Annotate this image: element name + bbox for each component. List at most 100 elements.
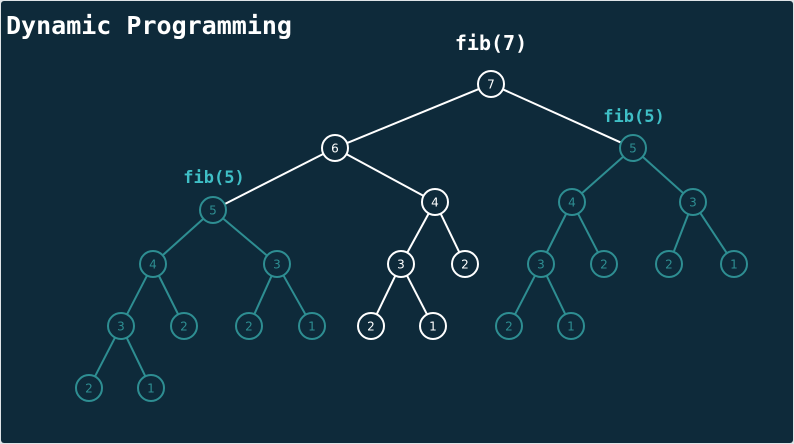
call-node-value: 2 [600,258,608,272]
tree-edge [375,275,397,315]
call-node-circle [357,312,385,340]
call-node: 1 [137,374,165,402]
call-node-value: 1 [429,320,437,334]
call-node-circle [679,188,707,216]
tree-edge [577,213,599,253]
tree-edge [224,152,324,206]
tree-edge [406,212,430,254]
tree-edge [545,275,567,315]
tree-edge [672,213,690,253]
call-node-circle [107,312,135,340]
call-node-circle [720,250,748,278]
call-node-circle [199,196,227,224]
call-node-value: 3 [689,196,697,210]
tree-edge [157,275,180,315]
call-node: 4 [139,250,167,278]
tree-edge [94,337,116,377]
call-node: 3 [263,250,291,278]
call-node-circle [558,188,586,216]
call-node-value: 4 [568,196,576,210]
call-node: 2 [75,374,103,402]
call-node-value: 3 [537,258,545,272]
call-node-circle [590,250,618,278]
call-node-circle [137,374,165,402]
call-node-value: 2 [180,320,188,334]
call-node-value: 2 [461,258,469,272]
call-node-circle [619,134,647,162]
tree-edge [253,275,273,315]
call-node-circle [387,250,415,278]
call-node-value: 1 [567,320,575,334]
call-node: 1 [419,312,447,340]
call-node-value: 2 [367,320,375,334]
memo-label-right: fib(5) [603,107,664,127]
call-node: 3 [387,250,415,278]
call-node-circle [419,312,447,340]
call-node-circle [263,250,291,278]
call-node-circle [298,312,326,340]
tree-edge [581,155,624,195]
call-node: 2 [451,250,479,278]
call-node: 2 [655,250,683,278]
call-node-value: 2 [665,258,673,272]
tree-edge [545,213,568,253]
call-node-value: 2 [245,320,253,334]
call-node: 6 [321,134,349,162]
call-node: 3 [107,312,135,340]
call-node-circle [495,312,523,340]
call-node-circle [235,312,263,340]
call-node-value: 4 [149,258,157,272]
tree-edge [282,274,307,316]
call-node: 3 [679,188,707,216]
tree-edge [126,275,148,315]
tree-edge [514,275,536,315]
call-node: 5 [619,134,647,162]
call-node-circle [655,250,683,278]
call-node: 1 [720,250,748,278]
call-node-circle [527,250,555,278]
call-node-circle [557,312,585,340]
tree-edge [346,88,480,144]
call-node-value: 3 [273,258,281,272]
root-call-label: fib(7) [455,31,527,55]
call-node-circle [321,134,349,162]
call-node: 7 [477,70,505,98]
call-node-value: 3 [117,320,125,334]
call-node-circle [170,312,198,340]
call-node: 1 [298,312,326,340]
call-node-value: 1 [730,258,738,272]
call-node-circle [421,188,449,216]
tree-nodes: 7 6 5 5 4 4 3 4 3 3 2 3 2 2 1 3 2 2 1 2 1 2 1 2 1 [75,70,748,402]
call-node: 2 [357,312,385,340]
call-node: 2 [495,312,523,340]
tree-edge [641,155,685,195]
tree-edge [699,212,728,254]
call-node-value: 5 [629,142,637,156]
tree-edge [125,337,147,377]
tree-edge [406,275,428,315]
call-node: 4 [421,188,449,216]
tree-edge [502,88,622,144]
call-node-value: 4 [431,196,439,210]
call-node: 2 [590,250,618,278]
call-node-value: 3 [397,258,405,272]
page-title: Dynamic Programming [6,11,292,40]
call-node-value: 2 [505,320,513,334]
memo-label-left: fib(5) [183,168,244,188]
tree-edge [345,153,425,197]
tree-edge [222,217,268,257]
call-node: 2 [170,312,198,340]
tree-edges [94,88,728,377]
call-node-value: 2 [85,382,93,396]
call-node: 5 [199,196,227,224]
call-node: 1 [557,312,585,340]
call-node-value: 7 [487,78,495,92]
call-node: 3 [527,250,555,278]
call-node-value: 1 [308,320,316,334]
call-node: 2 [235,312,263,340]
call-node-value: 6 [331,142,339,156]
call-node-circle [75,374,103,402]
call-node-circle [451,250,479,278]
tree-edge [161,217,205,257]
